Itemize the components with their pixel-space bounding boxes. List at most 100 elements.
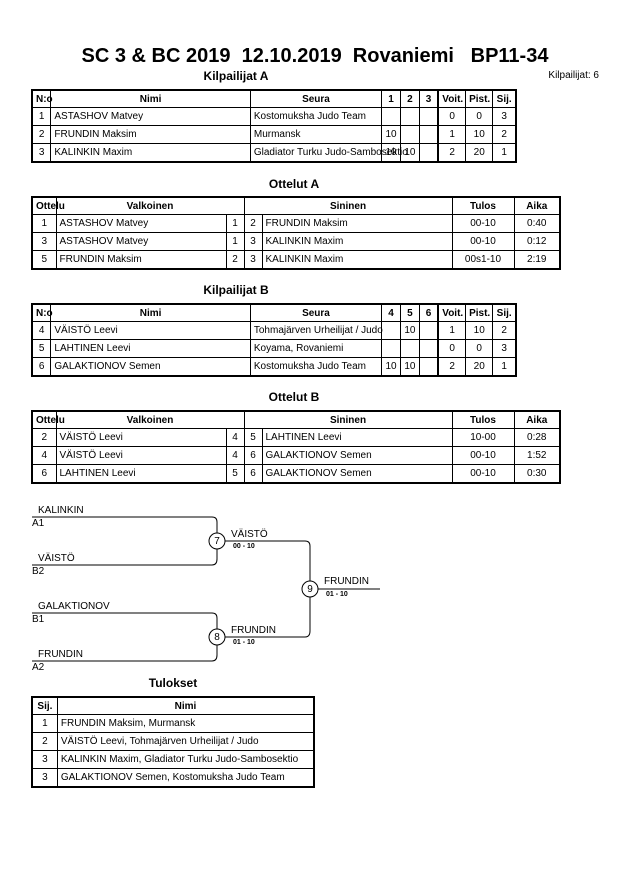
score-cell (418, 339, 439, 358)
blue-name: GALAKTIONOV Semen (261, 464, 453, 484)
bracket-entry-1-seed: A1 (32, 518, 45, 529)
points-cell: 10 (465, 125, 494, 144)
semi-1-winner: VÄISTÖ (231, 528, 268, 540)
result-name: FRUNDIN Maksim, Murmansk (56, 714, 315, 733)
results-header-row: Sij. Nimi (31, 696, 315, 715)
result-name: VÄISTÖ Leevi, Tohmajärven Urheilijat / J… (56, 732, 315, 751)
col-match: Ottelu (31, 196, 65, 215)
white-number: 4 (225, 428, 245, 447)
competitor-club: Tohmajärven Urheilijat / Judo (249, 321, 383, 340)
competitor-name: GALAKTIONOV Semen (50, 357, 251, 377)
match-number: 6 (31, 464, 57, 484)
col-blue: Sininen (243, 196, 453, 215)
white-number: 1 (225, 214, 245, 233)
matches-b-header-row: Ottelu Valkoinen Sininen Tulos Aika (31, 410, 561, 429)
wins-cell: 1 (437, 125, 467, 144)
col-points: Pist. (465, 303, 494, 322)
points-cell: 0 (465, 339, 494, 358)
bracket-lines (32, 516, 380, 662)
score-cell (399, 107, 420, 126)
result-place: 1 (31, 714, 58, 733)
competitor-name: LAHTINEN Leevi (50, 339, 251, 358)
match-number: 3 (31, 232, 57, 251)
match-result: 00-10 (451, 214, 515, 233)
col-name: Nimi (50, 89, 251, 108)
match-time: 0:30 (513, 464, 561, 484)
match-time: 0:28 (513, 428, 561, 447)
pool-a-header-row: N:o Nimi Seura 1 2 3 Voit. Pist. Sij. (31, 89, 517, 108)
semi-1-score: 00 - 10 (233, 543, 255, 550)
bracket-entry-3-name: GALAKTIONOV (38, 601, 110, 612)
bracket-line-semis (225, 540, 311, 638)
competitor-club: Koyama, Rovaniemi (249, 339, 383, 358)
match-number-9: 9 (307, 584, 313, 595)
competitor-club: Murmansk (249, 125, 383, 144)
col-club: Seura (249, 89, 383, 108)
score-cell (418, 143, 439, 163)
blue-name: GALAKTIONOV Semen (261, 446, 453, 465)
competitor-name: KALINKIN Maxim (50, 143, 251, 163)
col-no: N:o (31, 303, 53, 322)
white-number: 4 (225, 446, 245, 465)
score-cell (418, 107, 439, 126)
match-number: 4 (31, 446, 57, 465)
semi-2-score: 01 - 10 (233, 639, 255, 646)
blue-number: 2 (243, 214, 263, 233)
score-cell (418, 125, 439, 144)
competitors-count: Kilpailijat: 6 (548, 70, 599, 81)
match-time: 1:52 (513, 446, 561, 465)
page-title: SC 3 & BC 2019 12.10.2019 Rovaniemi BP11… (81, 45, 549, 67)
match-circle-7 (208, 532, 226, 550)
col-name: Nimi (50, 303, 251, 322)
bracket-entry-1-name: KALINKIN (38, 505, 84, 516)
white-number: 5 (225, 464, 245, 484)
score-cell (381, 321, 401, 340)
white-name: VÄISTÖ Leevi (55, 446, 227, 465)
score-cell (418, 321, 439, 340)
white-name: LAHTINEN Leevi (55, 464, 227, 484)
white-name: ASTASHOV Matvey (55, 214, 227, 233)
result-name: KALINKIN Maxim, Gladiator Turku Judo-Sam… (56, 750, 315, 769)
blue-number: 3 (243, 232, 263, 251)
match-number: 5 (31, 250, 57, 270)
col-place: Sij. (492, 303, 517, 322)
col-club: Seura (249, 303, 383, 322)
col-time: Aika (513, 410, 561, 429)
blue-name: KALINKIN Maxim (261, 232, 453, 251)
col-time: Aika (513, 196, 561, 215)
match-result: 00-10 (451, 232, 515, 251)
bracket-entry-4-name: FRUNDIN (38, 649, 83, 660)
wins-cell: 2 (437, 143, 467, 163)
score-cell: 10 (399, 357, 420, 377)
score-cell (418, 357, 439, 377)
col-score-4: 4 (381, 303, 401, 322)
col-score-6: 6 (418, 303, 439, 322)
col-name: Nimi (56, 696, 315, 715)
white-number: 2 (225, 250, 245, 270)
semi-2-winner: FRUNDIN (231, 625, 276, 636)
competitor-club: Gladiator Turku Judo-Sambosektio (249, 143, 408, 163)
col-no: N:o (31, 89, 53, 108)
match-number: 2 (31, 428, 57, 447)
final-score: 01 - 10 (326, 591, 348, 598)
white-number: 1 (225, 232, 245, 251)
white-name: FRUNDIN Maksim (55, 250, 227, 270)
match-time: 0:40 (513, 214, 561, 233)
match-result: 00s1-10 (451, 250, 515, 270)
matches-a-heading: Ottelut A (268, 177, 320, 191)
